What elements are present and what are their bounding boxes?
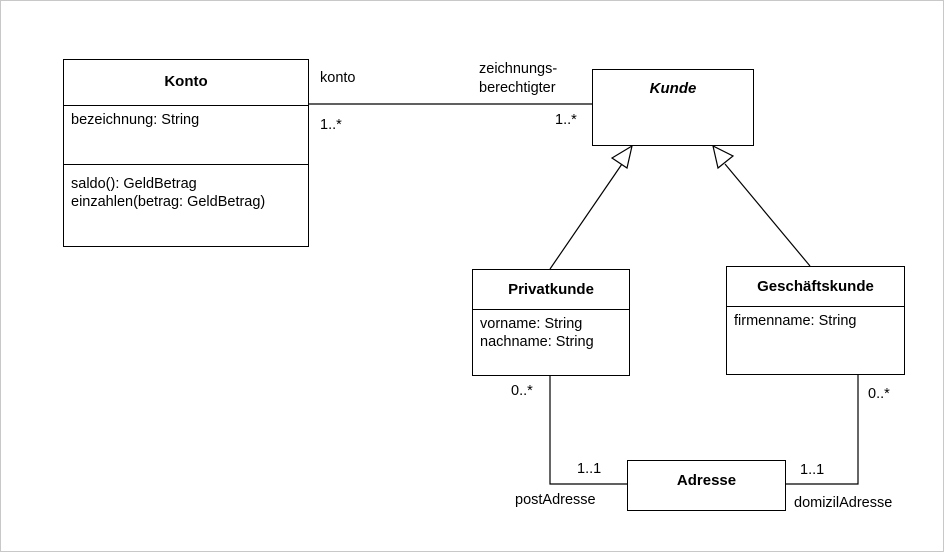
class-name: Adresse <box>676 472 737 489</box>
role-label-zeichnungsberechtigter-2: berechtigter <box>479 80 556 96</box>
class-geschaeftskunde[interactable]: Geschäftskunde firmenname: String <box>726 266 905 375</box>
role-label-konto: konto <box>320 70 356 86</box>
operation: saldo(): GeldBetrag <box>71 176 197 192</box>
multiplicity-privatkunde: 0..* <box>511 383 533 399</box>
role-label-domiziladresse: domizilAdresse <box>794 495 893 511</box>
operation-list: saldo(): GeldBetrag einzahlen(betrag: Ge… <box>64 164 308 216</box>
class-name: Kunde <box>649 80 697 97</box>
attribute-list: bezeichnung: String <box>64 106 308 164</box>
generalization-privatkunde <box>549 163 623 270</box>
role-label-zeichnungsberechtigter-1: zeichnungs- <box>479 61 558 77</box>
generalization-geschaeftskunde <box>724 163 811 267</box>
generalization-arrowhead-geschaeftskunde <box>712 144 735 170</box>
class-name: Privatkunde <box>473 270 629 310</box>
attribute: nachname: String <box>480 334 594 350</box>
multiplicity-kunde: 1..* <box>555 112 577 128</box>
class-privatkunde[interactable]: Privatkunde vorname: String nachname: St… <box>472 269 630 376</box>
multiplicity-adresse-domizil: 1..1 <box>800 462 825 478</box>
association-geschaeft-adresse <box>785 375 859 485</box>
class-kunde[interactable]: Kunde <box>592 69 754 146</box>
attribute: bezeichnung: String <box>71 112 200 128</box>
role-label-postadresse: postAdresse <box>515 492 596 508</box>
class-name: Konto <box>64 60 308 106</box>
class-adresse[interactable]: Adresse <box>627 460 786 511</box>
attribute: vorname: String <box>480 316 583 332</box>
multiplicity-geschaeftskunde: 0..* <box>868 386 890 402</box>
class-konto[interactable]: Konto bezeichnung: String saldo(): GeldB… <box>63 59 309 247</box>
attribute-list: vorname: String nachname: String <box>473 310 629 356</box>
attribute-list: firmenname: String <box>727 307 904 335</box>
class-name: Geschäftskunde <box>727 267 904 307</box>
operation: einzahlen(betrag: GeldBetrag) <box>71 194 266 210</box>
multiplicity-konto: 1..* <box>320 117 342 133</box>
association-privat-adresse <box>549 376 628 485</box>
attribute: firmenname: String <box>734 313 857 329</box>
generalization-arrowhead-privatkunde <box>610 144 633 169</box>
multiplicity-adresse-post: 1..1 <box>577 461 602 477</box>
